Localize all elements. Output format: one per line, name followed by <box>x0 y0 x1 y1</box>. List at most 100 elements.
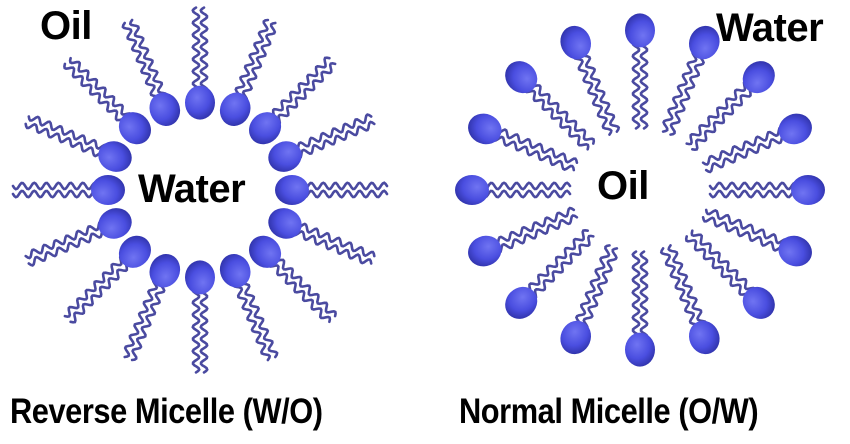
hydrophobic-tail <box>480 189 572 199</box>
hydrophilic-head <box>98 208 132 239</box>
surfactant-molecule <box>268 208 376 265</box>
hydrophobic-tail <box>27 227 109 267</box>
surfactant-molecule <box>701 208 812 267</box>
hydrophobic-tail <box>494 214 579 255</box>
hydrophilic-head <box>468 113 502 145</box>
surfactant-molecule <box>185 6 215 120</box>
hydrophilic-head <box>625 13 655 48</box>
hydrophilic-head <box>185 260 215 295</box>
normal-micelle-core-label: Oil <box>597 164 649 208</box>
hydrophobic-tail <box>574 244 611 328</box>
surfactant-molecule <box>63 56 151 145</box>
reverse-micelle-outer-label: Oil <box>40 4 92 48</box>
hydrophobic-tail <box>708 181 800 191</box>
reverse-micelle-core-label: Water <box>138 167 246 211</box>
surfactant-molecule <box>219 18 277 126</box>
hydrophilic-head <box>249 235 282 268</box>
hydrophilic-head <box>468 235 502 267</box>
hydrophilic-head <box>268 208 302 239</box>
hydrophobic-tail <box>273 61 337 126</box>
hydrophilic-head <box>791 175 825 205</box>
hydrophobic-tail <box>300 181 389 191</box>
hydrophobic-tail <box>199 286 209 374</box>
surfactant-molecule <box>468 113 579 172</box>
surfactant-molecule <box>249 56 337 145</box>
reverse-micelle <box>11 6 389 374</box>
hydrophobic-tail <box>63 254 127 319</box>
hydrophobic-tail <box>267 260 332 324</box>
hydrophobic-tail <box>294 120 376 160</box>
surfactant-molecule <box>455 175 572 205</box>
hydrophobic-tail <box>572 52 613 136</box>
hydrophobic-tail <box>524 228 589 295</box>
hydrophobic-tail <box>128 18 168 100</box>
hydrophobic-tail <box>123 277 159 359</box>
surfactant-molecule <box>24 208 132 267</box>
hydrophobic-tail <box>701 125 786 166</box>
hydrophobic-tail <box>24 220 106 260</box>
hydrophobic-tail <box>232 280 272 362</box>
surfactant-molecule <box>249 235 337 324</box>
hydrophobic-tail <box>639 250 649 341</box>
hydrophobic-tail <box>291 113 373 153</box>
reverse-micelle-caption: Reverse Micelle (W/O) <box>10 392 323 431</box>
hydrophobic-tail <box>661 49 699 133</box>
surfactant-molecule <box>121 18 181 126</box>
normal-micelle-outer-label: Water <box>716 6 824 50</box>
hydrophobic-tail <box>691 85 756 152</box>
hydrophobic-tail <box>491 206 576 247</box>
hydrophilic-head <box>688 320 720 355</box>
surfactant-molecule <box>123 254 181 362</box>
surfactant-molecule <box>505 228 595 319</box>
surfactant-molecule <box>685 61 775 152</box>
hydrophobic-tail <box>69 259 132 324</box>
hydrophobic-tail <box>480 181 572 191</box>
hydrophobic-tail <box>63 62 127 126</box>
hydrophobic-tail <box>529 80 596 145</box>
hydrophobic-tail <box>68 56 133 120</box>
hydrophobic-tail <box>690 229 757 295</box>
hydrophobic-tail <box>199 6 209 94</box>
hydrophobic-tail <box>294 222 376 258</box>
hydrophobic-tail <box>24 122 106 158</box>
surfactant-molecule <box>625 250 655 367</box>
hydrophobic-tail <box>234 18 270 100</box>
hydrophilic-head <box>118 112 151 145</box>
hydrophobic-tail <box>639 39 649 130</box>
surfactant-molecule <box>560 25 621 136</box>
hydrophilic-head <box>560 320 592 355</box>
surfactant-molecule <box>185 260 215 374</box>
hydrophobic-tail <box>11 181 100 191</box>
hydrophilic-head <box>625 332 655 367</box>
surfactant-molecule <box>684 229 775 319</box>
hydrophobic-tail <box>291 229 373 265</box>
hydrophilic-head <box>185 85 215 120</box>
hydrophobic-tail <box>579 49 621 133</box>
surfactant-molecule <box>63 235 151 324</box>
hydrophilic-head <box>149 254 181 288</box>
hydrophilic-head <box>91 175 125 205</box>
hydrophobic-tail <box>268 56 331 121</box>
hydrophobic-tail <box>631 39 641 130</box>
hydrophilic-head <box>688 25 720 60</box>
hydrophilic-head <box>98 141 132 172</box>
surfactant-molecule <box>701 113 812 174</box>
hydrophobic-tail <box>631 250 641 341</box>
hydrophobic-tail <box>704 208 789 245</box>
hydrophobic-tail <box>130 280 166 362</box>
hydrophobic-tail <box>11 189 100 199</box>
hydrophilic-head <box>778 113 812 145</box>
hydrophilic-head <box>268 141 302 172</box>
surfactant-molecule <box>708 175 825 205</box>
surfactant-molecule <box>468 206 579 267</box>
hydrophobic-tail <box>27 115 109 151</box>
hydrophobic-tail <box>685 79 751 146</box>
surfactant-molecule <box>268 113 376 172</box>
hydrophobic-tail <box>659 247 701 331</box>
hydrophobic-tail <box>121 21 161 103</box>
surfactant-molecule <box>275 175 389 205</box>
hydrophilic-head <box>742 286 775 319</box>
surfactant-molecule <box>11 175 125 205</box>
hydrophobic-tail <box>491 135 576 172</box>
hydrophobic-tail <box>669 52 706 136</box>
